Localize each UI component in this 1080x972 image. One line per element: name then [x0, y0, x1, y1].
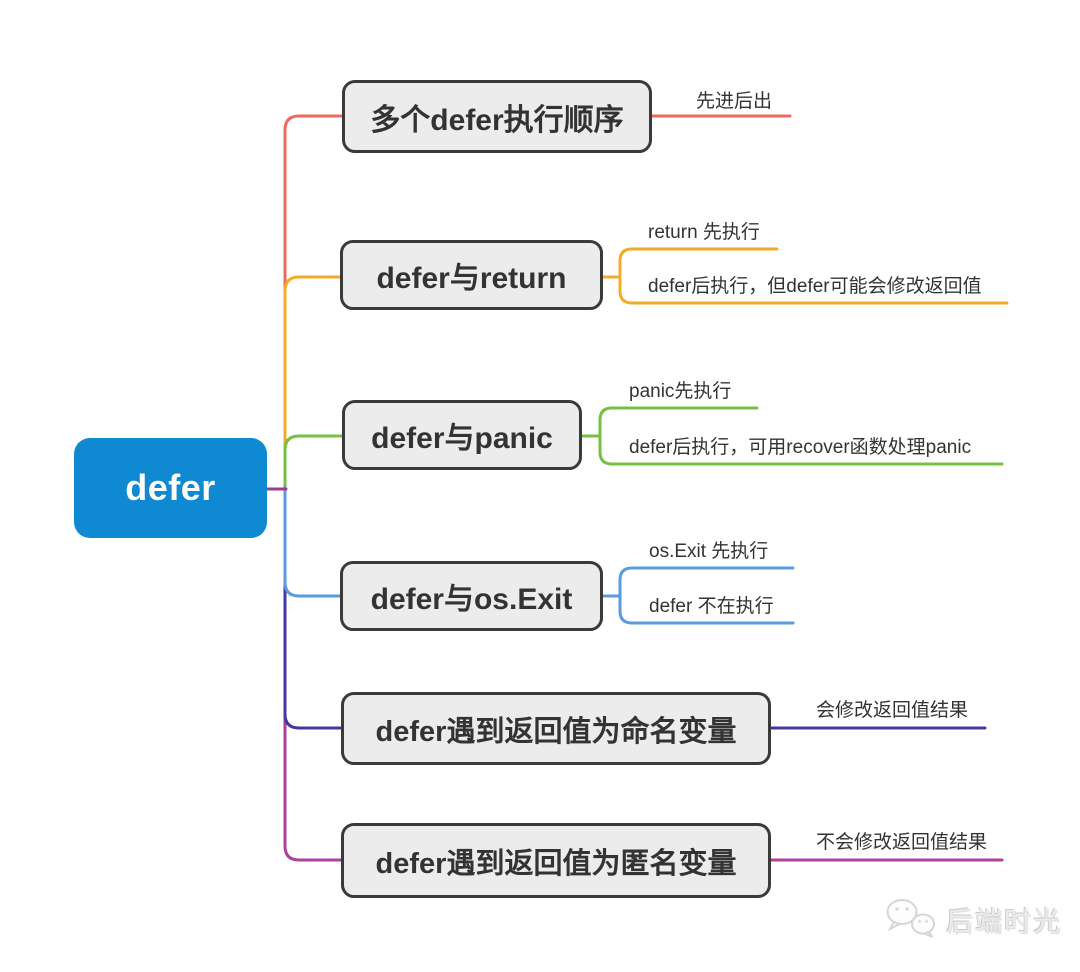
leaf-not-modifies-return[interactable]: 不会修改返回值结果	[816, 832, 988, 853]
branch-node-exec-order[interactable]: 多个defer执行顺序	[342, 80, 652, 153]
connector-branch-3	[283, 406, 1004, 492]
connector-branch-2	[283, 247, 1009, 492]
branch-node-anon-return[interactable]: defer遇到返回值为匿名变量	[341, 823, 771, 898]
leaf-osexit-first[interactable]: os.Exit 先执行	[649, 541, 769, 562]
leaf-defer-after-return[interactable]: defer后执行，但defer可能会修改返回值	[648, 276, 982, 297]
leaf-panic-first[interactable]: panic先执行	[629, 381, 732, 402]
branch-node-defer-return[interactable]: defer与return	[340, 240, 603, 310]
leaf-return-first[interactable]: return 先执行	[648, 222, 760, 243]
connector-branch-6	[283, 486, 1004, 862]
connector-branch-1	[283, 114, 792, 492]
watermark-label: 后端时光	[946, 906, 1062, 937]
wechat-icon	[886, 899, 935, 938]
leaf-defer-after-panic[interactable]: defer后执行，可用recover函数处理panic	[629, 437, 972, 458]
branch-node-named-return[interactable]: defer遇到返回值为命名变量	[341, 692, 771, 765]
root-node-defer[interactable]: defer	[74, 438, 267, 538]
branch-node-defer-panic[interactable]: defer与panic	[342, 400, 582, 470]
leaf-defer-not-run[interactable]: defer 不在执行	[649, 596, 774, 617]
leaf-modifies-return[interactable]: 会修改返回值结果	[816, 700, 969, 721]
watermark: 后端时光	[884, 896, 1062, 942]
connector-branch-5	[283, 486, 987, 730]
leaf-filo[interactable]: 先进后出	[696, 91, 773, 112]
branch-node-defer-osexit[interactable]: defer与os.Exit	[340, 561, 603, 631]
connector-branch-4	[283, 486, 795, 625]
